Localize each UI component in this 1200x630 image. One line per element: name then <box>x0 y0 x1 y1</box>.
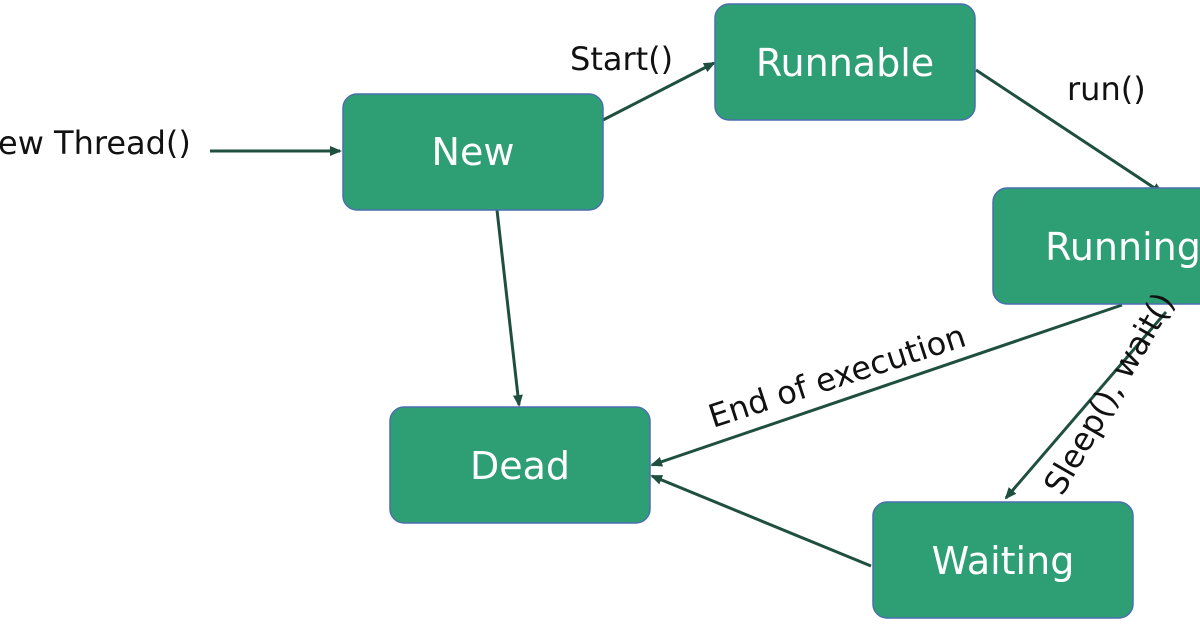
node-new-label: New <box>432 130 515 174</box>
node-runnable-label: Runnable <box>756 41 934 85</box>
edges <box>210 61 1168 568</box>
edge-running-to-dead <box>650 303 1123 467</box>
edge-label-sleep-wait: Sleep(), wait() <box>1036 286 1182 501</box>
node-waiting-box <box>872 501 1134 619</box>
node-runnable: Runnable <box>714 3 976 121</box>
node-running: Running <box>992 187 1200 305</box>
edge-label-new-thread: ew Thread() <box>0 124 191 162</box>
node-running-label: Running <box>1045 225 1200 269</box>
edge-waiting-to-dead <box>650 474 872 568</box>
node-waiting: Waiting <box>872 501 1134 619</box>
node-dead-label: Dead <box>470 444 570 488</box>
edge-label-end-of-execution: End of execution <box>704 317 971 436</box>
edge-runnable-to-running <box>975 68 1164 195</box>
node-waiting-label: Waiting <box>932 539 1075 583</box>
node-running-box <box>992 187 1200 305</box>
edge-running-to-waiting <box>1004 311 1168 500</box>
node-new-box <box>342 93 604 211</box>
edge-label-run: run() <box>1067 70 1146 108</box>
node-new: New <box>342 93 604 211</box>
edge-new-to-runnable <box>602 61 716 122</box>
node-runnable-box <box>714 3 976 121</box>
node-dead: Dead <box>389 406 651 524</box>
edge-label-start: Start() <box>570 40 673 78</box>
edge-new-to-dead <box>495 209 523 407</box>
node-dead-box <box>389 406 651 524</box>
